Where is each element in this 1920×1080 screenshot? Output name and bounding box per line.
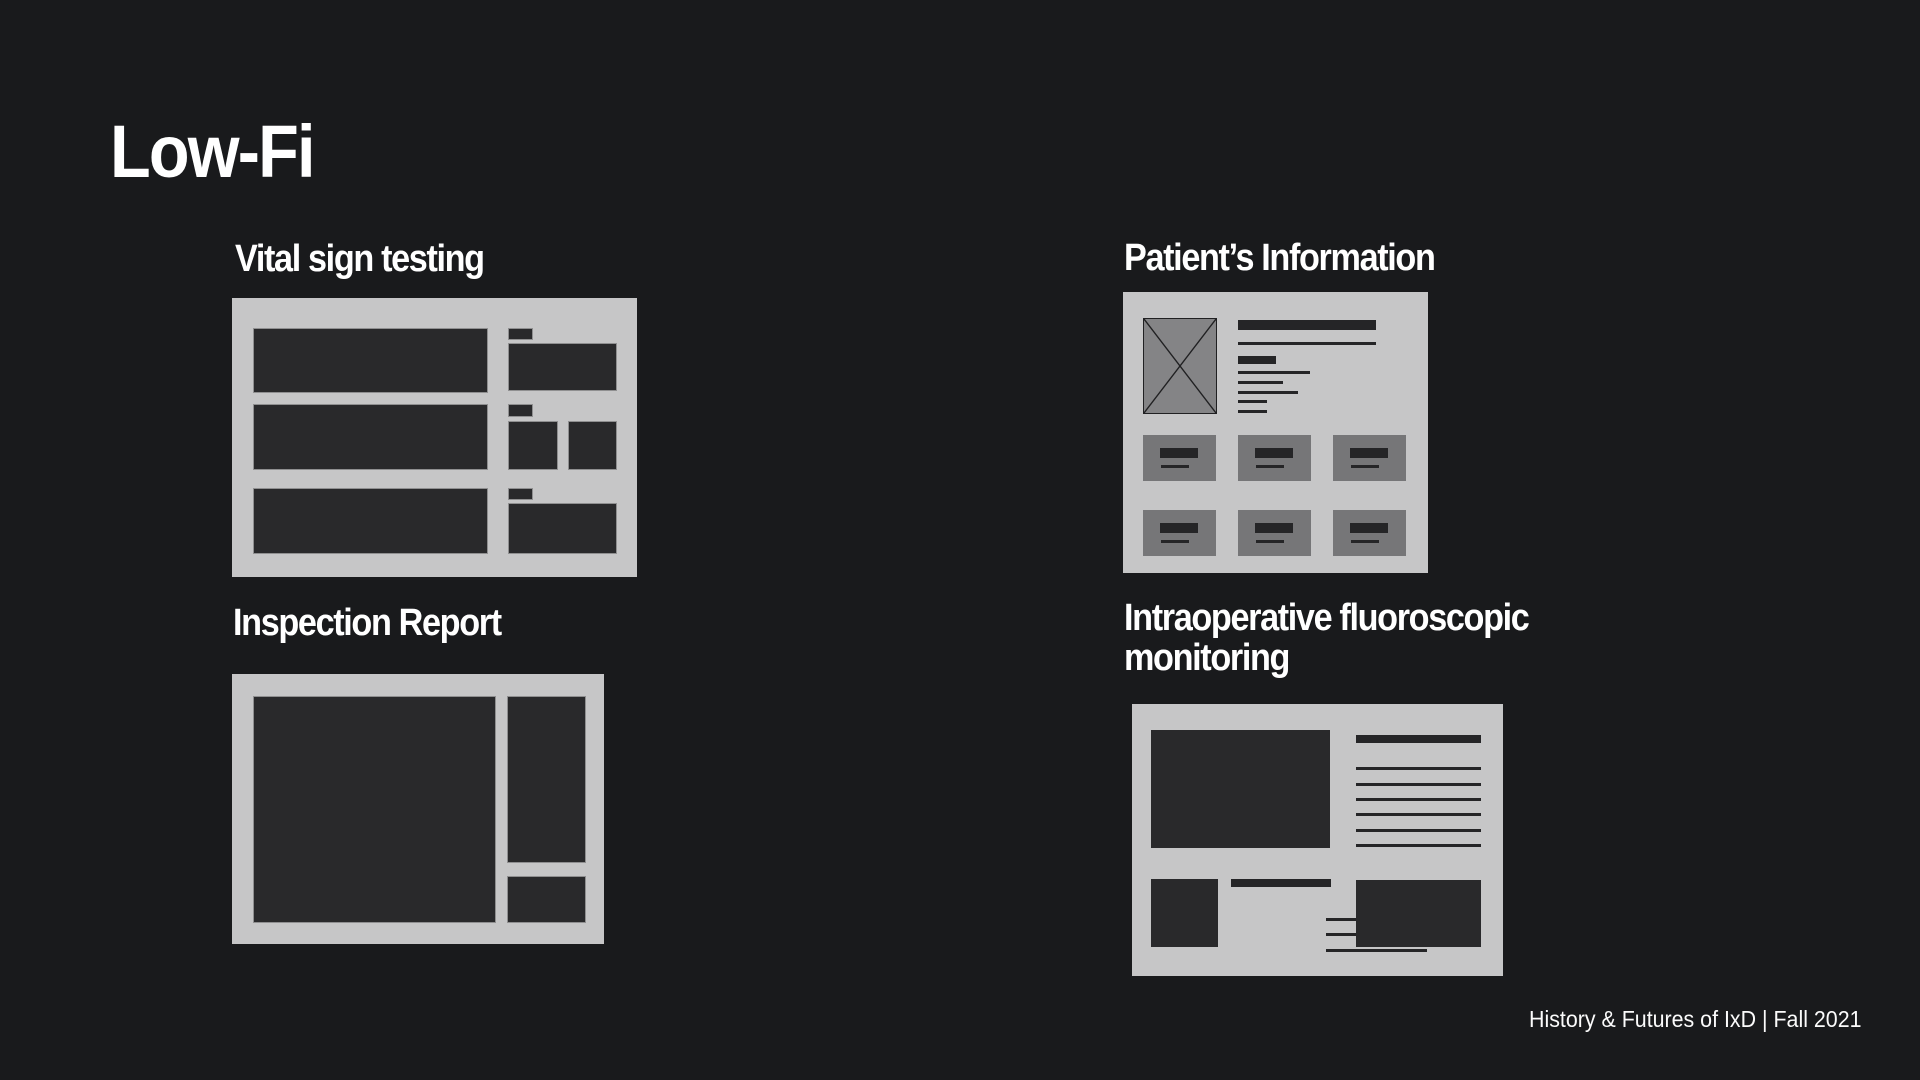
side-block [508,503,617,554]
text-line [1356,783,1481,786]
content-block [253,328,488,393]
image-placeholder-icon [1143,318,1217,414]
card [1333,435,1406,481]
card-text-line [1351,465,1379,468]
card-label-bar [1160,523,1198,533]
card-label-bar [1350,523,1388,533]
section-title-vital-sign-testing: Vital sign testing [235,238,485,280]
side-block [508,343,617,391]
text-line [1356,844,1481,847]
text-line [1238,371,1310,374]
caption-bar [1231,879,1331,887]
card-label-bar [1255,448,1293,458]
main-content-block [253,696,496,923]
text-line [1326,918,1356,921]
text-line [1326,949,1427,952]
side-block [508,421,558,470]
text-line [1356,813,1481,816]
side-block [568,421,617,470]
text-line [1238,400,1267,403]
wireframe-patients-information [1123,292,1428,573]
card-text-line [1161,540,1189,543]
text-line [1238,381,1283,384]
wireframe-inspection-report [232,674,604,944]
slide-footer: History & Futures of IxD | Fall 2021 [1528,1006,1861,1032]
label-bar [1238,356,1276,364]
card-text-line [1256,465,1284,468]
card [1143,510,1216,556]
card-label-bar [1350,448,1388,458]
content-block [253,488,488,554]
title-bar [1356,735,1481,743]
detail-block [1356,880,1481,947]
text-line [1356,767,1481,770]
wireframe-vital-sign-testing [232,298,637,577]
card [1238,435,1311,481]
card-text-line [1161,465,1189,468]
section-title-patients-information: Patient’s Information [1124,237,1436,279]
sidebar-block [507,696,586,863]
text-line [1238,410,1267,413]
section-title-intraoperative-fluoroscopic-monitoring: Intraoperative fluoroscopic monitoring [1124,597,1530,679]
card-text-line [1256,540,1284,543]
section-title-inspection-report: Inspection Report [233,602,502,644]
wireframe-intraoperative-fluoroscopic-monitoring [1132,704,1503,976]
thumbnail-block [1151,879,1218,947]
page-title: Low-Fi [110,110,316,193]
card [1333,510,1406,556]
sidebar-block [507,876,586,923]
card [1238,510,1311,556]
title-bar [1238,320,1376,330]
text-line [1356,798,1481,801]
content-block [253,404,488,470]
text-line [1238,391,1298,394]
tab [508,404,533,417]
card-label-bar [1160,448,1198,458]
text-line [1356,829,1481,832]
card-label-bar [1255,523,1293,533]
text-line [1326,933,1356,936]
tab [508,328,533,340]
card [1143,435,1216,481]
screen-block [1151,730,1330,848]
text-line [1238,342,1376,345]
card-text-line [1351,540,1379,543]
tab [508,488,533,500]
